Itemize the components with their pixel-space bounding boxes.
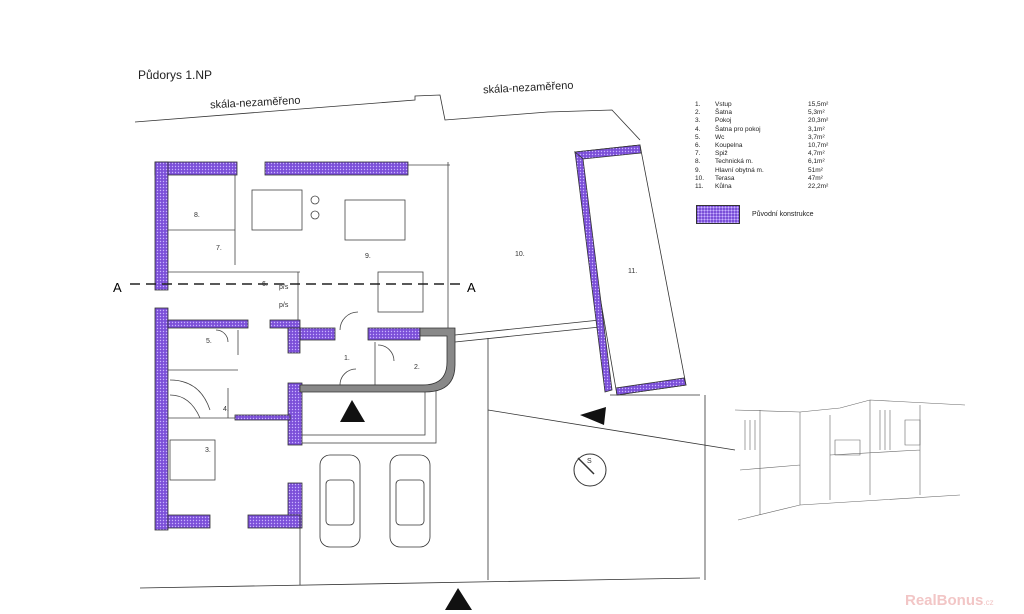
new-wall-curved [299, 327, 456, 393]
svg-text:10.: 10. [515, 251, 525, 258]
svg-text:1.: 1. [344, 355, 350, 362]
svg-text:7.: 7. [216, 245, 222, 252]
svg-text:p/s: p/s [279, 284, 289, 291]
hatch-swatch [696, 205, 740, 224]
svg-text:6.: 6. [262, 281, 268, 288]
legend-row: 9.Hlavní obytná m.51m² [695, 166, 823, 174]
svg-text:4.: 4. [223, 406, 229, 413]
svg-text:9.: 9. [365, 253, 371, 260]
svg-text:3.: 3. [205, 447, 211, 454]
perspective-sketch [734, 399, 966, 521]
svg-text:A: A [467, 280, 476, 295]
svg-text:p/s: p/s [279, 302, 289, 309]
original-walls [154, 161, 421, 531]
plan-title: Půdorys 1.NP [138, 68, 213, 82]
svg-text:8.: 8. [194, 212, 200, 219]
svg-text:2.: 2. [414, 364, 420, 371]
cars [319, 454, 431, 548]
legend-row: 8.Technická m.6,1m² [695, 158, 825, 166]
watermark-logo: RealBonus.cz [905, 592, 994, 609]
key-label: Původní konstrukce [752, 211, 814, 218]
original-construction-key: Původní konstrukce [696, 205, 813, 224]
entrance-arrow-icon [340, 400, 365, 422]
terrace-arrow-icon [580, 407, 606, 425]
interior-walls [168, 162, 450, 481]
svg-text:11.: 11. [628, 268, 637, 275]
compass-icon [573, 453, 607, 487]
room-numbers: 1. 2. 3. 4. 5. 6. 7. 8. 9. 10. 11. p/s p… [113, 212, 637, 454]
driveway-arrow-icon [445, 588, 472, 610]
shed-outline [574, 144, 687, 396]
compass-label: S [587, 458, 592, 465]
svg-text:A: A [113, 280, 122, 295]
site-outline [134, 94, 736, 589]
svg-text:5.: 5. [206, 338, 212, 345]
